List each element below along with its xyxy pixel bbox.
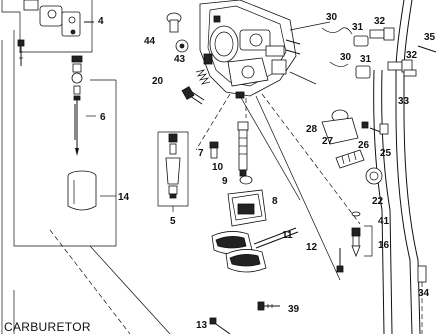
- drain-screw: [253, 227, 299, 249]
- label-20: 20: [152, 76, 164, 87]
- label-30-mid: 30: [340, 52, 352, 63]
- label-32-top: 32: [374, 16, 386, 27]
- label-31-mid: 31: [360, 54, 372, 65]
- float-bowl: [211, 231, 267, 273]
- carburetor-body: [199, 0, 301, 99]
- screw-bottom-center: [336, 248, 344, 273]
- throttle-link-bracket: [23, 0, 94, 37]
- label-16: 16: [378, 240, 390, 251]
- fitting-35: [403, 45, 437, 77]
- needle-jet: [237, 121, 249, 177]
- label-4: 4: [98, 16, 104, 27]
- jet-needle-assembly: [71, 55, 96, 156]
- label-28: 28: [306, 124, 318, 135]
- label-43: 43: [174, 54, 186, 65]
- label-41: 41: [378, 216, 390, 227]
- hose-30-mid: [329, 61, 349, 67]
- small-screw-left: [17, 39, 25, 66]
- jet-holder-9: [239, 175, 253, 185]
- label-31-top: 31: [352, 22, 364, 33]
- o-ring-41: [351, 211, 361, 217]
- label-10: 10: [212, 162, 224, 173]
- label-7: 7: [198, 148, 204, 159]
- label-34: 34: [418, 288, 430, 299]
- pilot-jet-group: [157, 131, 189, 212]
- label-9: 9: [222, 176, 228, 187]
- label-6: 6: [100, 112, 106, 123]
- bottom-screw-39: [257, 301, 280, 311]
- screw-44: [166, 12, 182, 33]
- drain-plug-16: [351, 225, 373, 258]
- left-assembly-frame: [1, 0, 117, 334]
- label-12: 12: [306, 242, 318, 253]
- part-labels: 4 6 14 44 43 20 7 10 9 5 8 11 12 39 13 3…: [98, 12, 436, 331]
- throttle-valve: [67, 170, 116, 211]
- hose-clip-31-mid: [355, 65, 371, 79]
- hose-fitting-32-top: [369, 27, 395, 41]
- screw-26: [361, 121, 369, 129]
- main-jet: [209, 141, 219, 159]
- label-33: 33: [398, 96, 410, 107]
- label-26: 26: [358, 140, 370, 151]
- hose-clip-31-top: [353, 35, 369, 47]
- float: [227, 189, 267, 227]
- diagram-caption: CARBURETOR: [4, 320, 91, 334]
- label-35: 35: [424, 32, 436, 43]
- label-27: 27: [322, 136, 334, 147]
- label-11: 11: [282, 230, 293, 241]
- label-14: 14: [118, 192, 130, 203]
- bottom-screw-13: [209, 317, 231, 334]
- label-30-top: 30: [326, 12, 338, 23]
- hose-end-34: [417, 265, 427, 334]
- gasket-27: [321, 117, 359, 145]
- label-13: 13: [196, 320, 208, 331]
- screw-43: [175, 39, 189, 53]
- label-32-mid: 32: [406, 50, 418, 61]
- vent-hose-right: [373, 0, 421, 334]
- label-8: 8: [272, 196, 278, 207]
- label-39: 39: [288, 304, 300, 315]
- label-25: 25: [380, 148, 392, 159]
- accelerator-pump-rod: [335, 149, 383, 185]
- label-22: 22: [372, 196, 384, 207]
- fitting-25: [369, 123, 389, 135]
- hose-30-top: [321, 27, 353, 35]
- label-44: 44: [144, 36, 156, 47]
- pilot-screw-spring: [181, 69, 211, 105]
- label-5: 5: [170, 216, 176, 227]
